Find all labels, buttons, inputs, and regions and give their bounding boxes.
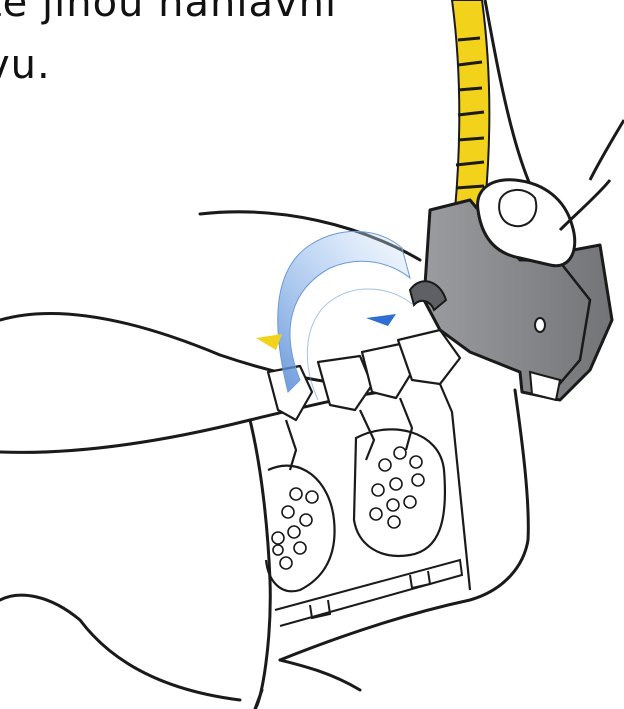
blue-marker-icon bbox=[366, 314, 396, 326]
device-connector bbox=[275, 560, 462, 626]
speaker-holes bbox=[272, 447, 424, 569]
yellow-marker-icon bbox=[256, 334, 282, 350]
